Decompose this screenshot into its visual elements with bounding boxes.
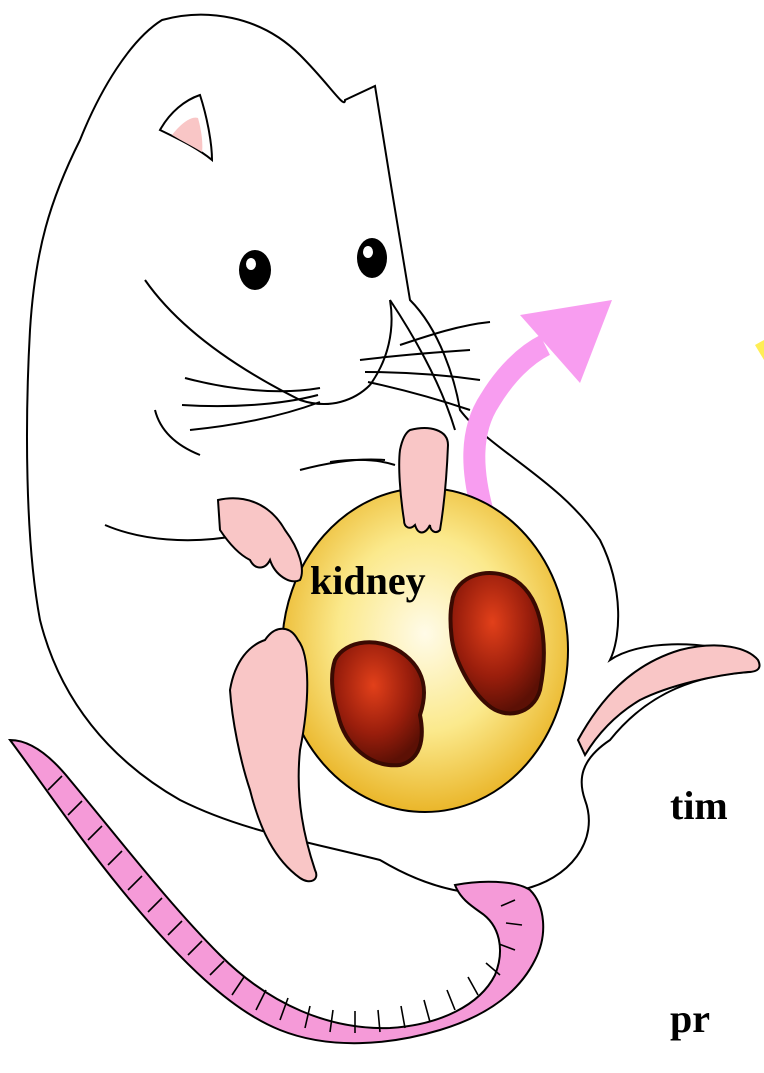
highlight-mark — [755, 340, 764, 360]
side-text-partial-2: pr — [670, 995, 710, 1042]
front-paw-right — [399, 428, 448, 532]
kidney-label: kidney — [310, 557, 426, 604]
side-text-partial-1: tim — [670, 782, 728, 829]
